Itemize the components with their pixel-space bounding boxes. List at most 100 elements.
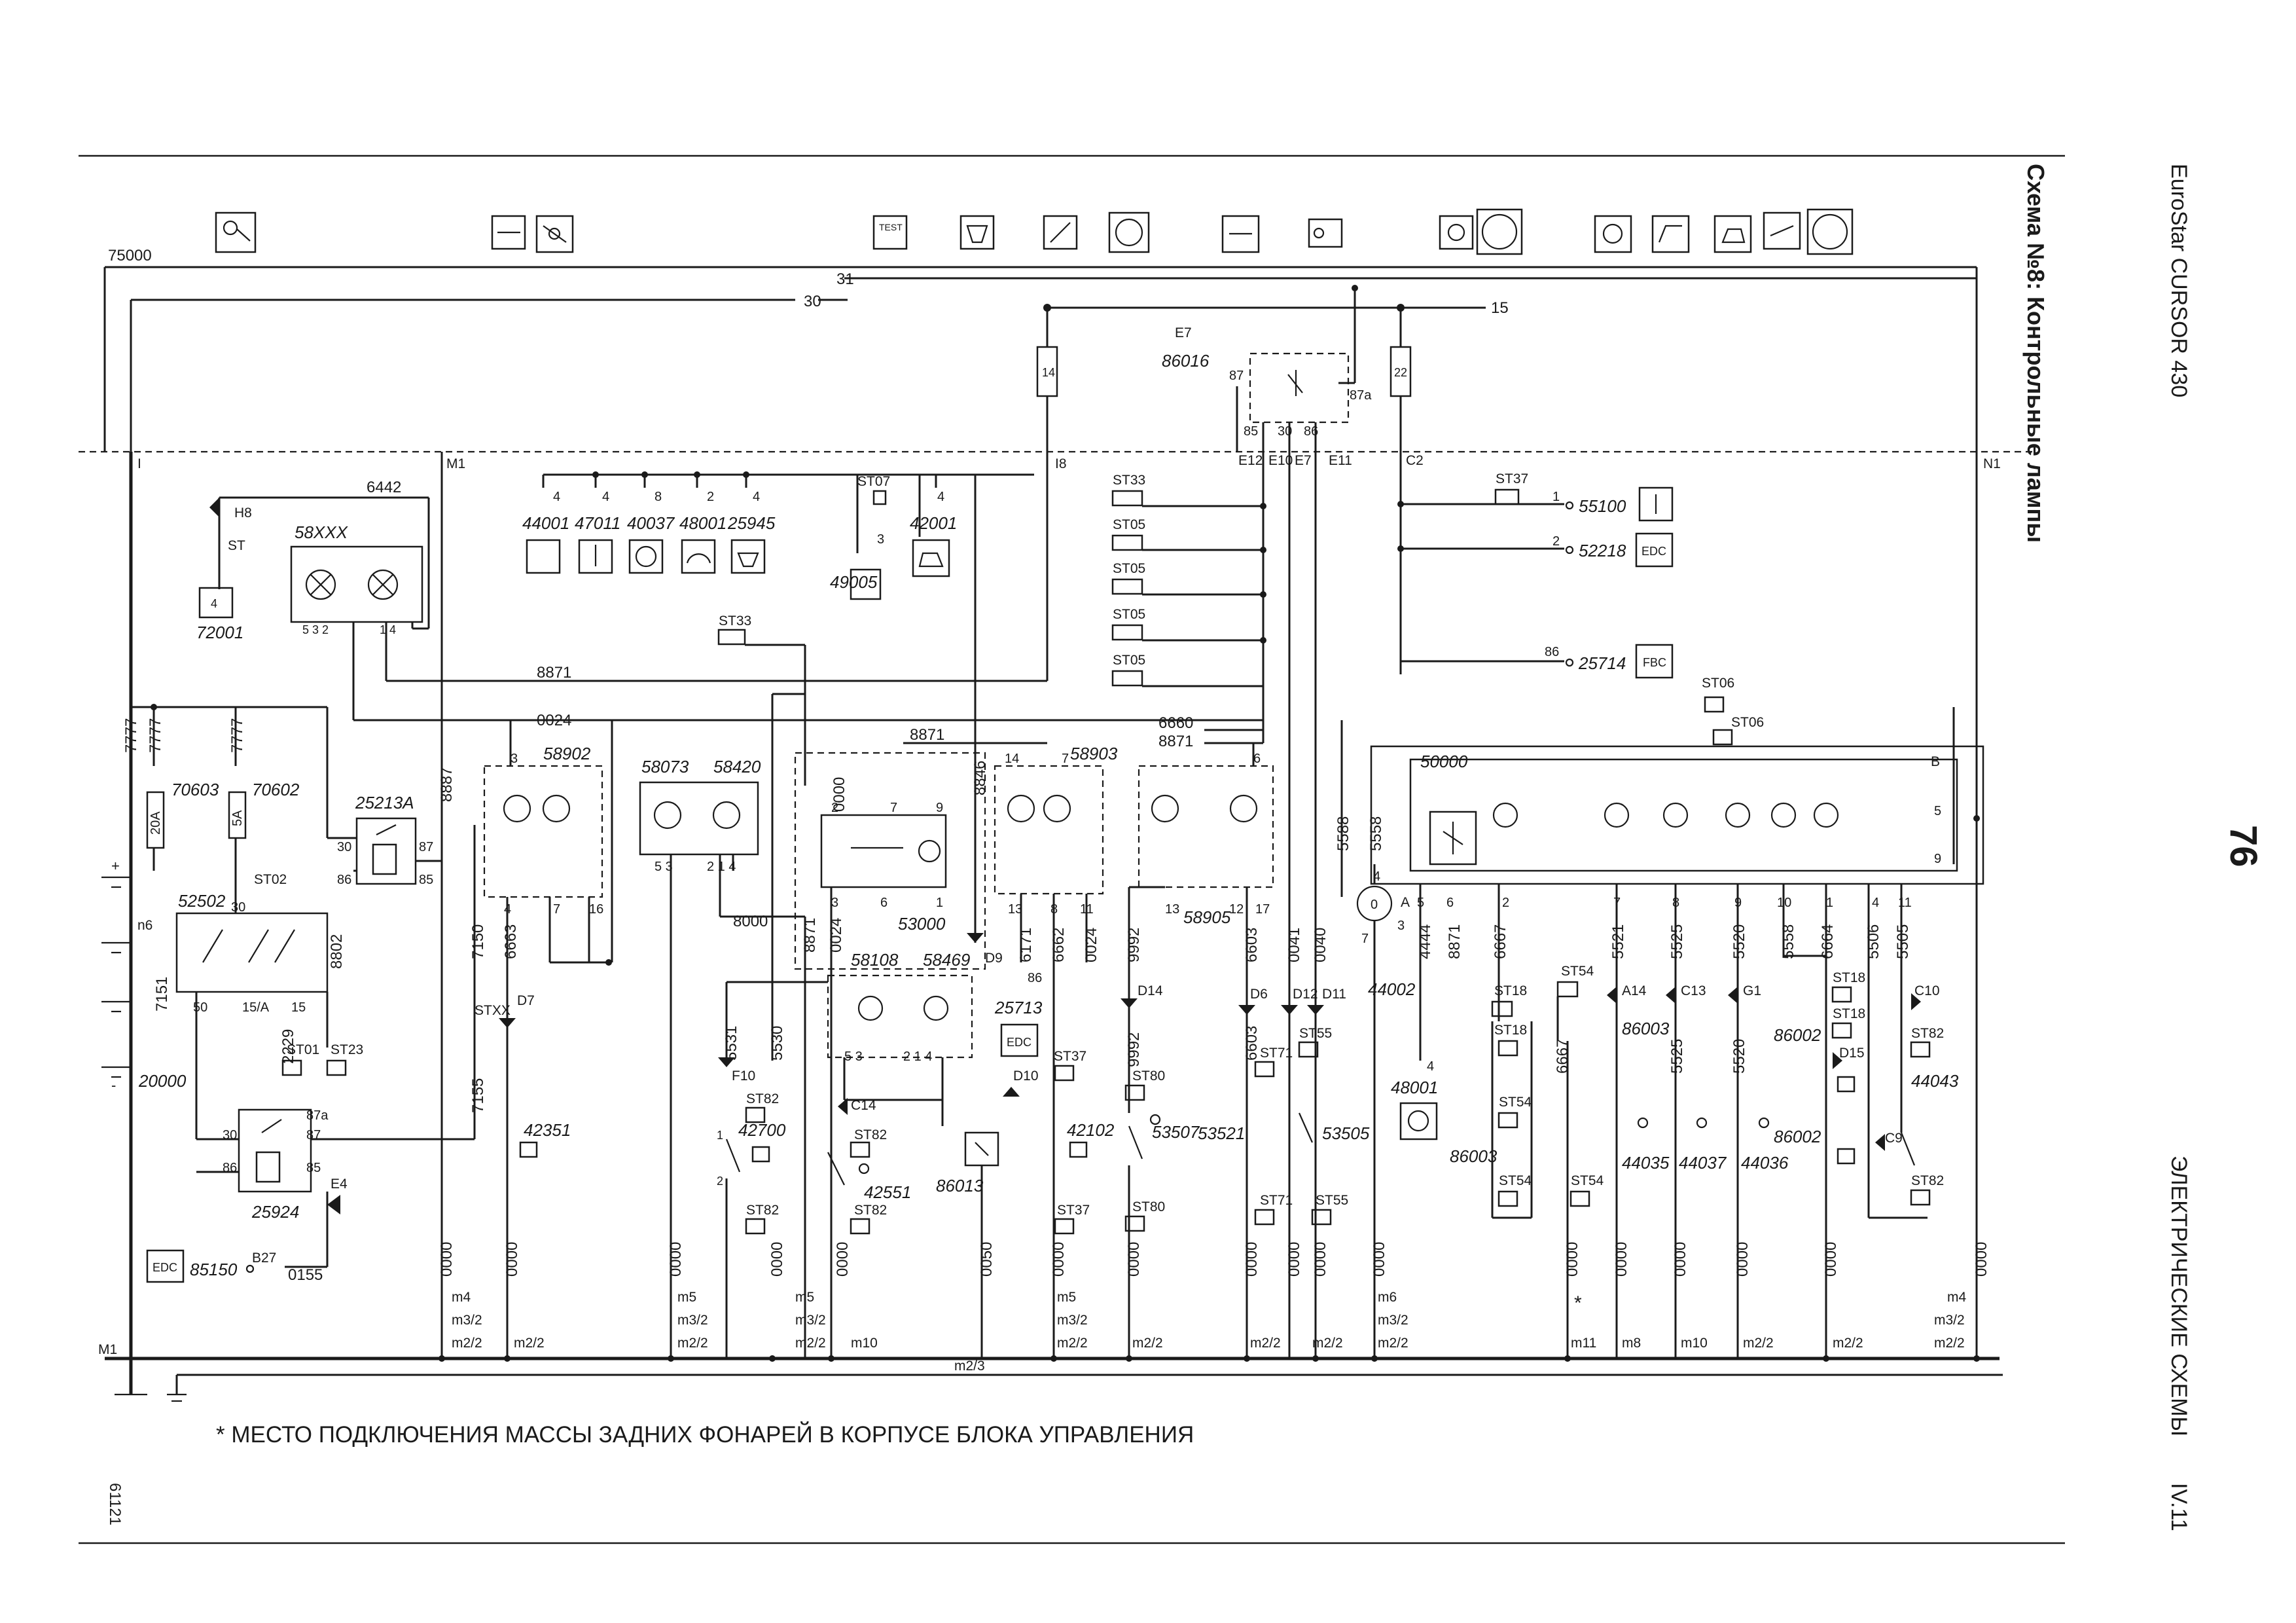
svg-text:6: 6 — [1446, 896, 1454, 910]
svg-text:0: 0 — [1371, 898, 1378, 912]
node-N1: N1 — [1983, 456, 2001, 471]
component-53521: 53521 — [1198, 1123, 1245, 1143]
svg-text:87a: 87a — [1350, 388, 1372, 403]
svg-text:3: 3 — [877, 532, 884, 547]
label-ST82-c: ST82 — [854, 1127, 887, 1142]
label-D9: D9 — [985, 951, 1003, 966]
svg-text:5 3: 5 3 — [844, 1049, 863, 1064]
svg-text:87: 87 — [419, 840, 433, 854]
svg-text:4: 4 — [937, 490, 944, 504]
svg-text:12: 12 — [1229, 902, 1244, 917]
test-icon-label: TEST — [879, 222, 903, 232]
component-42700: 42700 — [738, 1120, 786, 1140]
wire-7155: 7155 — [469, 1078, 487, 1113]
svg-text:87: 87 — [1229, 369, 1244, 383]
node-E12: E12 — [1238, 453, 1263, 468]
label-ST: ST — [228, 538, 245, 553]
svg-text:87: 87 — [306, 1128, 321, 1142]
node-M1-bottom: M1 — [98, 1342, 117, 1357]
label-B: B — [1931, 754, 1940, 769]
heater-circle-icon — [1806, 208, 1854, 255]
svg-text:2: 2 — [717, 1175, 723, 1188]
connector-row: I M1 I8 E12 E10 E7 E11 C2 N1 — [79, 450, 2032, 471]
component-44036: 44036 — [1741, 1153, 1789, 1173]
wire-5520: 5520 — [1731, 924, 1748, 959]
right-outputs: ST37 1 55100 2 52218 EDC 86 25714 FBC — [1397, 471, 1674, 679]
wire-8871-d: 8871 — [801, 918, 819, 953]
label-D11: D11 — [1322, 987, 1346, 1002]
svg-text:30: 30 — [231, 900, 245, 915]
label-E7: E7 — [1175, 325, 1192, 340]
label-ST80-a: ST80 — [1132, 1068, 1165, 1084]
node-E10: E10 — [1268, 453, 1293, 468]
svg-text:3: 3 — [831, 896, 838, 910]
indicator-72001: H8 ST 6442 4 72001 — [196, 479, 430, 642]
wire-9992-b: 9992 — [1125, 1032, 1143, 1067]
label-C10: C10 — [1914, 983, 1940, 998]
component-42551: 42551 — [864, 1182, 911, 1202]
wire-0000-g: 0000 — [1050, 1242, 1067, 1277]
component-53505: 53505 — [1322, 1123, 1370, 1143]
svg-text:15/A: 15/A — [242, 1000, 270, 1015]
ground-m32-a: m3/2 — [452, 1313, 482, 1328]
label-ST37-b: ST37 — [1054, 1049, 1086, 1064]
label-H8: H8 — [234, 505, 252, 520]
wire-0024-b: 0024 — [827, 918, 845, 953]
svg-text:2: 2 — [1552, 534, 1560, 549]
label-ST33: ST33 — [719, 613, 751, 629]
label-ST05-d: ST05 — [1113, 653, 1145, 668]
svg-text:+: + — [111, 858, 120, 874]
wire-0050: 0050 — [978, 1242, 996, 1277]
ground-m22-c: m2/2 — [677, 1336, 708, 1351]
wire-0000-e: 0000 — [503, 1242, 521, 1277]
label-D7: D7 — [517, 993, 535, 1008]
ground-m32-f: m3/2 — [1934, 1313, 1965, 1328]
ground-m10-a: m10 — [851, 1336, 878, 1351]
ground-m32-e: m3/2 — [1378, 1313, 1408, 1328]
edc-box-icon — [146, 1249, 185, 1283]
ground-m22-f: m2/2 — [1132, 1336, 1163, 1351]
node-I: I — [137, 456, 141, 471]
test-icon — [872, 215, 908, 250]
label-ST18-b: ST18 — [1494, 1023, 1527, 1038]
label-D10: D10 — [1013, 1068, 1039, 1084]
wire-5521: 5521 — [1609, 924, 1627, 959]
wire-5530: 5530 — [768, 1026, 786, 1061]
label-ST80-b: ST80 — [1132, 1199, 1165, 1214]
svg-text:7: 7 — [553, 902, 560, 917]
label-ST23: ST23 — [331, 1042, 363, 1057]
component-52502: 52502 — [178, 891, 226, 911]
label-D15: D15 — [1839, 1046, 1865, 1061]
wire-5525: 5525 — [1668, 924, 1686, 959]
fuse-20A: 20A — [149, 811, 163, 835]
label-ST18-d: ST18 — [1833, 1006, 1865, 1021]
label-C9: C9 — [1885, 1131, 1903, 1146]
component-48001: 48001 — [679, 513, 726, 533]
svg-text:4: 4 — [1872, 896, 1879, 910]
ground-m11: m11 — [1571, 1336, 1596, 1351]
label-ST02: ST02 — [254, 872, 287, 887]
wire-4444: 4444 — [1416, 924, 1434, 959]
component-25713: 25713 — [994, 998, 1043, 1017]
component-58902: 58902 — [543, 744, 591, 763]
label-ST71-b: ST71 — [1260, 1193, 1293, 1208]
svg-text:5: 5 — [1934, 804, 1941, 818]
gauge-icon — [681, 539, 716, 574]
footnote: * МЕСТО ПОДКЛЮЧЕНИЯ МАССЫ ЗАДНИХ ФОНАРЕЙ… — [216, 1421, 1194, 1448]
engine-oil-icon — [1713, 215, 1752, 253]
component-85150: 85150 — [190, 1260, 238, 1279]
svg-text:86: 86 — [1028, 971, 1042, 985]
ground-m22-e: m2/2 — [1057, 1336, 1088, 1351]
wire-8846: 8846 — [971, 761, 989, 795]
label-ST82-f: ST82 — [1911, 1173, 1944, 1188]
wire-6171: 6171 — [1017, 928, 1035, 962]
component-86002-a: 86002 — [1774, 1025, 1821, 1045]
page-number: 76 — [2222, 825, 2265, 867]
svg-text:30: 30 — [337, 840, 351, 854]
component-70603: 70603 — [171, 780, 219, 799]
svg-text:30: 30 — [223, 1128, 237, 1142]
component-86003-b: 86003 — [1622, 1019, 1670, 1038]
label-ST18-a: ST18 — [1494, 983, 1527, 998]
